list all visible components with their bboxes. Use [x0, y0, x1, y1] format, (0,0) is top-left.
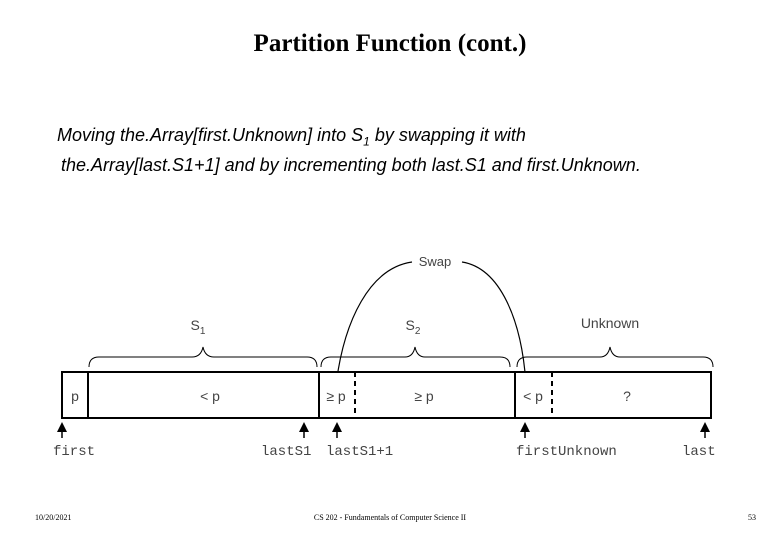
s1-brace	[88, 346, 318, 368]
label-lastS1: lastS1	[261, 444, 311, 460]
s2-brace	[320, 346, 511, 368]
swap-arrow-left	[332, 261, 413, 387]
array-box	[61, 371, 712, 419]
unknown-label: Unknown	[581, 315, 639, 331]
description-line-1: Moving the.Array[first.Unknown] into S1 …	[57, 125, 526, 149]
cell-geq: ≥ p	[414, 388, 434, 404]
swap-label: Swap	[419, 254, 452, 269]
label-first: first	[53, 444, 95, 460]
slide-title: Partition Function (cont.)	[253, 30, 527, 57]
footer-page-number: 53	[748, 513, 756, 522]
cell-less-first-unknown: < p	[523, 388, 543, 404]
s2-label: S2	[406, 317, 421, 337]
swap-arrow-right	[461, 261, 531, 387]
description-line-2: the.Array[last.S1+1] and by incrementing…	[61, 154, 641, 175]
footer-course: CS 202 - Fundamentals of Computer Scienc…	[313, 513, 467, 522]
slide-description: Moving the.Array[first.Unknown] into S1 …	[57, 124, 767, 177]
cell-less: < p	[200, 388, 220, 404]
cell-geq-first: ≥ p	[326, 388, 346, 404]
label-last: last	[682, 444, 716, 460]
cell-unknown: ?	[623, 388, 631, 404]
label-lastS1-plus1: lastS1+1	[326, 444, 393, 460]
s1-label: S1	[191, 317, 206, 337]
unknown-brace	[516, 346, 714, 368]
cell-pivot: p	[71, 388, 79, 404]
footer-date: 10/20/2021	[35, 513, 72, 522]
label-firstUnknown: firstUnknown	[516, 444, 617, 460]
